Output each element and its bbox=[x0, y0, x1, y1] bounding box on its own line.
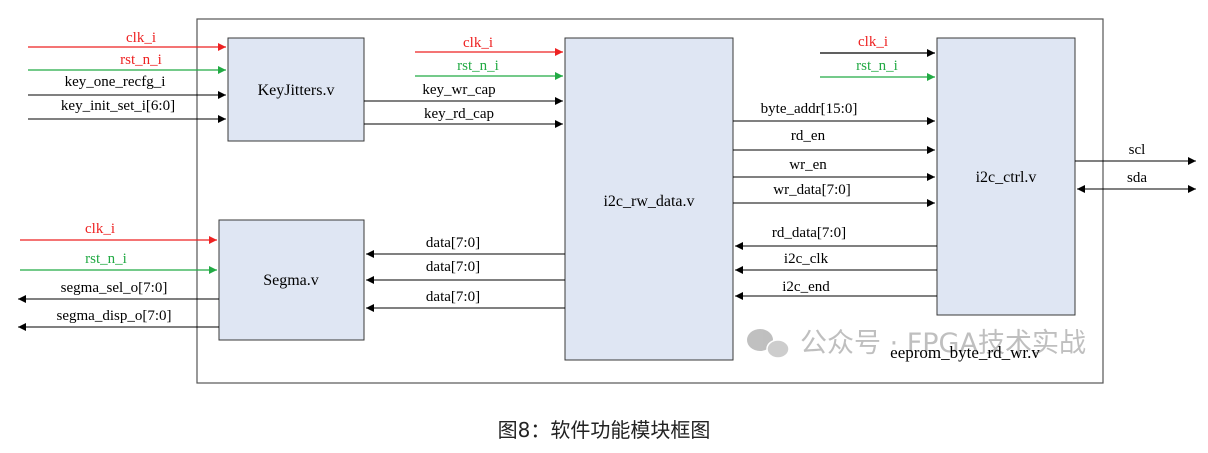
label-ctrl-clk: clk_i bbox=[858, 34, 888, 50]
label-data-3: data[7:0] bbox=[426, 289, 480, 305]
label-seg-rst: rst_n_i bbox=[85, 251, 127, 267]
label-sda: sda bbox=[1127, 170, 1147, 186]
label-wr-en: wr_en bbox=[789, 157, 827, 173]
label-kj-rst: rst_n_i bbox=[120, 52, 162, 68]
label-rw-clk: clk_i bbox=[463, 35, 493, 51]
label-kj-key-init: key_init_set_i[6:0] bbox=[61, 98, 175, 114]
label-byte-addr: byte_addr[15:0] bbox=[761, 101, 858, 117]
figure-caption: 图8：软件功能模块框图 bbox=[497, 418, 711, 442]
module-segma-label: Segma.v bbox=[263, 272, 319, 289]
label-rd-data: rd_data[7:0] bbox=[772, 225, 846, 241]
label-data-1: data[7:0] bbox=[426, 235, 480, 251]
module-i2c-ctrl-label: i2c_ctrl.v bbox=[976, 169, 1037, 186]
label-i2c-end: i2c_end bbox=[782, 279, 830, 295]
label-rw-rst: rst_n_i bbox=[457, 58, 499, 74]
block-diagram: KeyJitters.v Segma.v i2c_rw_data.v i2c_c… bbox=[18, 18, 1196, 384]
label-seg-sel: segma_sel_o[7:0] bbox=[61, 280, 168, 296]
module-i2c-ctrl: i2c_ctrl.v bbox=[936, 37, 1076, 316]
label-key-wr-cap: key_wr_cap bbox=[422, 82, 495, 98]
watermark-text: 公众号 · FPGA技术实战 bbox=[800, 328, 1086, 359]
wechat-icon bbox=[747, 329, 790, 359]
label-wr-data: wr_data[7:0] bbox=[773, 182, 850, 198]
module-keyjitters: KeyJitters.v bbox=[227, 37, 365, 142]
label-data-2: data[7:0] bbox=[426, 259, 480, 275]
label-kj-key-one: key_one_recfg_i bbox=[65, 74, 166, 90]
module-segma: Segma.v bbox=[218, 219, 365, 341]
label-scl: scl bbox=[1129, 142, 1146, 158]
label-i2c-clk: i2c_clk bbox=[784, 251, 829, 267]
label-key-rd-cap: key_rd_cap bbox=[424, 106, 494, 122]
top-module-frame bbox=[196, 18, 1104, 384]
module-i2c-rw-data-label: i2c_rw_data.v bbox=[603, 193, 694, 210]
label-ctrl-rst: rst_n_i bbox=[856, 58, 898, 74]
top-module-label: eeprom_byte_rd_wr.v bbox=[890, 343, 1040, 362]
label-seg-clk: clk_i bbox=[85, 221, 115, 237]
label-seg-disp: segma_disp_o[7:0] bbox=[57, 308, 172, 324]
watermark: 公众号 · FPGA技术实战 bbox=[747, 328, 1086, 359]
label-kj-clk: clk_i bbox=[126, 30, 156, 46]
label-rd-en: rd_en bbox=[791, 128, 826, 144]
module-keyjitters-label: KeyJitters.v bbox=[258, 82, 335, 99]
module-i2c-rw-data: i2c_rw_data.v bbox=[564, 37, 734, 361]
